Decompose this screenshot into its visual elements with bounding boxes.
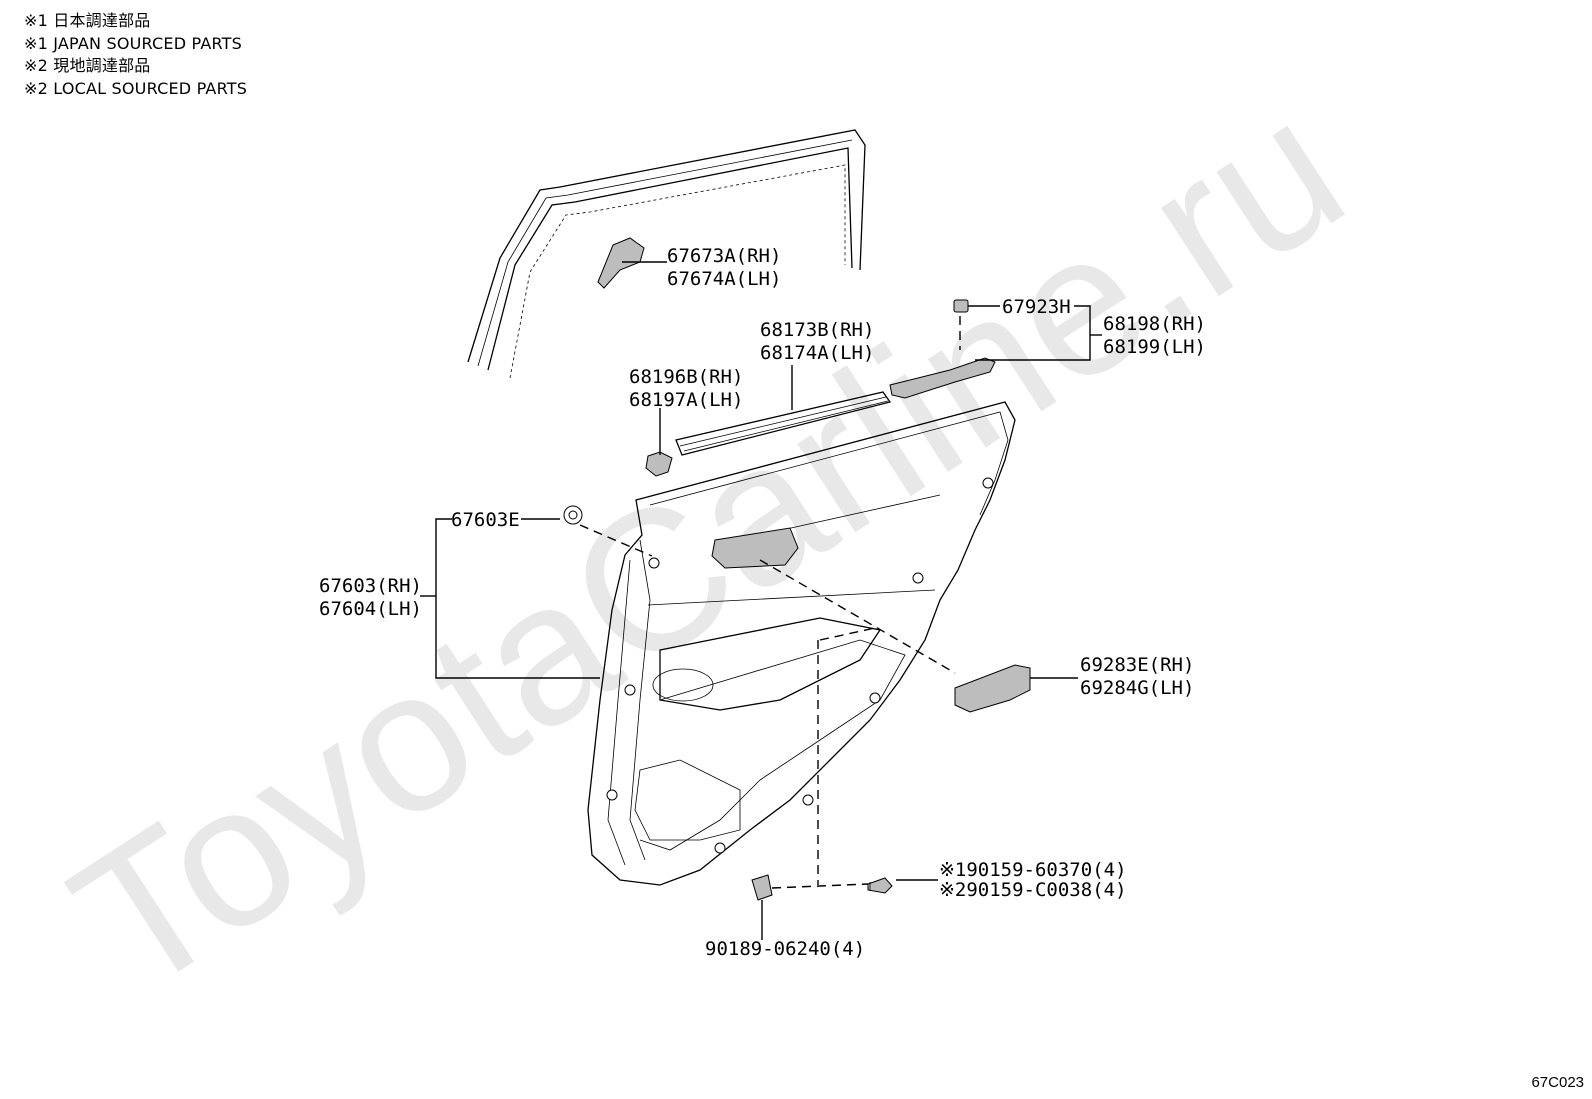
trim-clip-dots (606, 477, 994, 854)
trim-clip-part (563, 505, 583, 525)
callout-90159: ※190159-60370(4) ※290159-C0038(4) (939, 859, 1127, 901)
callout-90159-japan: ※190159-60370(4) (939, 859, 1127, 881)
clip-90189-part (751, 874, 773, 901)
callout-90189: 90189-06240(4) (705, 938, 865, 960)
inside-handle-bracket-part (889, 357, 996, 399)
callout-68173-lh: 68174A(LH) (760, 342, 874, 364)
callout-67603e: 67603E (451, 509, 520, 531)
note-japan-sourced-jp: ※1 日本調達部品 (24, 11, 151, 30)
callout-68196-rh: 68196B(RH) (629, 366, 743, 388)
callout-67603-lh: 67604(LH) (319, 598, 422, 620)
callout-67603: 67603(RH) 67604(LH) (319, 575, 422, 620)
callout-69283-lh: 69284G(LH) (1080, 677, 1194, 699)
callout-68198: 68198(RH) 68199(LH) (1103, 313, 1206, 358)
callout-68173: 68173B(RH) 68174A(LH) (760, 319, 874, 364)
trim-armrest (659, 617, 882, 711)
belt-weatherstrip-part (675, 391, 892, 456)
door-frame-molding (467, 129, 866, 379)
callout-68198-lh: 68199(LH) (1103, 336, 1206, 358)
callout-69283-rh: 69283E(RH) (1080, 654, 1194, 676)
corner-garnish-part (597, 237, 645, 289)
watermark-text: ToyotaCarline.ru (37, 56, 1380, 1036)
leader-lines (420, 261, 1102, 940)
trim-speaker-grille (652, 668, 714, 702)
callout-69283: 69283E(RH) 69284G(LH) (1080, 654, 1194, 699)
figure-code: 67C023 (1531, 1074, 1584, 1091)
note-local-sourced-en: ※2 LOCAL SOURCED PARTS (24, 79, 248, 98)
callout-90159-local: ※290159-C0038(4) (939, 879, 1127, 901)
callout-68196-lh: 68197A(LH) (629, 389, 743, 411)
callout-67673: 67673A(RH) 67674A(LH) (667, 245, 781, 290)
callout-67603-rh: 67603(RH) (319, 575, 422, 597)
trim-lower-pocket (634, 759, 741, 841)
armrest-cover-part (954, 664, 1031, 713)
note-local-sourced-jp: ※2 現地調達部品 (24, 56, 151, 75)
callout-67923: 67923H (1002, 296, 1071, 318)
callout-68198-rh: 68198(RH) (1103, 313, 1206, 335)
callout-67673-lh: 67674A(LH) (667, 268, 781, 290)
note-japan-sourced-en: ※1 JAPAN SOURCED PARTS (24, 34, 243, 53)
callout-68173-rh: 68173B(RH) (760, 319, 874, 341)
handle-bracket-clip-part (953, 299, 969, 313)
door-trim-board (587, 401, 1016, 886)
callout-67923h: 67923H (1002, 296, 1071, 318)
trim-handle-bezel (711, 527, 799, 569)
callout-67673-rh: 67673A(RH) (667, 245, 781, 267)
callout-68196: 68196B(RH) 68197A(LH) (629, 366, 743, 411)
callout-67603e-label: 67603E (451, 509, 520, 531)
callout-90189-label: 90189-06240(4) (705, 938, 865, 960)
screw-part (867, 877, 893, 894)
